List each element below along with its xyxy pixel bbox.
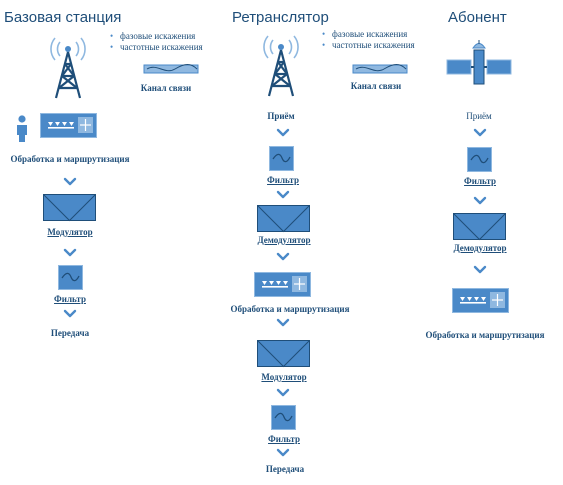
relay-step-demodulator: Демодулятор [257, 235, 311, 245]
arrow-down-icon [63, 309, 77, 318]
relay-title: Ретранслятор [232, 9, 329, 26]
relay-step-filter-2: Фильтр [268, 434, 300, 444]
distortion-item: фазовые искажения [322, 29, 415, 40]
arrow-down-icon [63, 248, 77, 257]
demodulator-icon [453, 213, 506, 240]
base-step-modulator: Модулятор [47, 227, 93, 237]
relay-step-filter: Фильтр [267, 175, 299, 185]
channel-cable-icon [352, 64, 408, 74]
distortion-item: частотные искажения [110, 42, 203, 53]
arrow-down-icon [276, 252, 290, 261]
base-step-filter: Фильтр [54, 294, 86, 304]
base-step-transmit: Передача [50, 328, 90, 338]
subscriber-step-filter: Фильтр [464, 176, 496, 186]
arrow-down-icon [473, 265, 487, 274]
base-distortions-list: фазовые искажения частотные искажения [110, 31, 203, 52]
relay-step-transmit: Передача [265, 464, 305, 474]
relay-step-receive: Приём [267, 111, 295, 121]
arrow-down-icon [473, 196, 487, 205]
antenna-tower-icon [50, 37, 86, 99]
subscriber-step-demodulator: Демодулятор [453, 243, 507, 253]
base-channel-label: Канал связи [140, 83, 192, 93]
relay-distortions-list: фазовые искажения частотные искажения [322, 29, 415, 50]
modulator-icon [257, 340, 310, 367]
subscriber-title: Абонент [448, 9, 507, 26]
subscriber-step-receive: Приём [466, 111, 492, 121]
arrow-down-icon [276, 448, 290, 457]
relay-step-modulator: Модулятор [261, 372, 307, 382]
subscriber-step-processing: Обработка и маршрутизация [425, 330, 545, 340]
arrow-down-icon [63, 177, 77, 186]
arrow-down-icon [473, 128, 487, 137]
relay-step-processing: Обработка и маршрутизация [230, 304, 350, 314]
filter-icon [268, 145, 295, 172]
demodulator-icon [257, 205, 310, 232]
modulator-icon [43, 194, 96, 221]
base-station-title: Базовая станция [4, 9, 122, 26]
relay-channel-label: Канал связи [350, 81, 402, 91]
arrow-down-icon [276, 318, 290, 327]
antenna-tower-icon [263, 35, 299, 97]
filter-icon [57, 264, 84, 291]
distortion-item: фазовые искажения [110, 31, 203, 42]
channel-cable-icon [143, 64, 199, 74]
user-icon [17, 115, 27, 142]
satellite-icon [446, 40, 512, 85]
filter-icon [466, 146, 493, 173]
arrow-down-icon [276, 128, 290, 137]
arrow-down-icon [276, 388, 290, 397]
distortion-item: частотные искажения [322, 40, 415, 51]
filter-icon [270, 404, 297, 431]
router-icon [39, 112, 98, 139]
router-icon [253, 271, 312, 298]
arrow-down-icon [276, 190, 290, 199]
router-icon [451, 287, 510, 314]
base-step-processing: Обработка и маршрутизация [10, 154, 130, 164]
